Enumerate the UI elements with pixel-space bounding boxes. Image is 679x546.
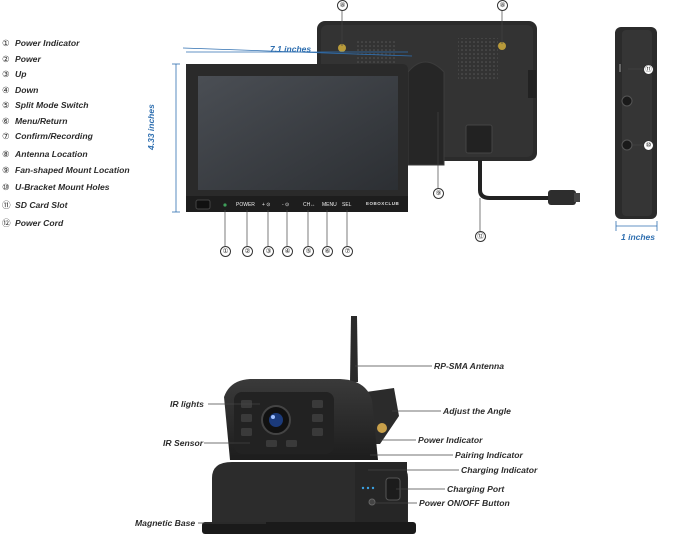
power-cord <box>478 160 552 200</box>
depth-dimension: 1 inches <box>621 232 656 242</box>
label-antenna: RP-SMA Antenna <box>434 361 505 371</box>
antenna-connector-icon <box>498 42 506 50</box>
callout-3: ③ <box>263 246 274 257</box>
label-pairing-indicator: Pairing Indicator <box>455 450 523 460</box>
height-dimension: 4.33 inches <box>146 104 156 150</box>
callout-8b: ⑧ <box>497 0 508 11</box>
label-power-button: Power ON/OFF Button <box>419 498 510 508</box>
monitor-front <box>186 64 408 212</box>
callout-1: ① <box>220 246 231 257</box>
menu-button-label: MENU <box>322 202 337 208</box>
dimension-lines <box>172 47 658 231</box>
monitor-screen <box>198 76 398 190</box>
callout-5: ⑤ <box>303 246 314 257</box>
callout-12: ⑫ <box>475 231 486 242</box>
power-led-icon <box>223 203 227 207</box>
callout-10: ⑩ <box>643 140 654 151</box>
label-ir-lights: IR lights <box>170 399 204 409</box>
label-adjust-angle: Adjust the Angle <box>443 406 511 416</box>
power-plug <box>548 190 576 205</box>
brand-logo: EOBOXCLUB <box>366 201 400 206</box>
power-button-label: POWER <box>236 202 255 208</box>
callout-4: ④ <box>282 246 293 257</box>
callout-2: ② <box>242 246 253 257</box>
callout-7: ⑦ <box>342 246 353 257</box>
up-button-label: + ⊙ <box>262 202 271 208</box>
label-ir-sensor: IR Sensor <box>163 438 204 448</box>
camera <box>202 316 416 534</box>
magnetic-base <box>202 522 416 534</box>
label-magnetic-base: Magnetic Base <box>135 518 196 528</box>
callout-6: ⑥ <box>322 246 333 257</box>
callout-8a: ⑧ <box>337 0 348 11</box>
label-charging-indicator: Charging Indicator <box>461 465 538 475</box>
label-charging-port: Charging Port <box>447 484 505 494</box>
sel-button-label: SEL <box>342 202 352 208</box>
width-dimension: 7.1 inches <box>270 44 312 54</box>
antenna-connector-icon <box>338 44 346 52</box>
antenna <box>350 316 358 382</box>
monitor-side <box>615 27 657 219</box>
callout-11: ⑪ <box>643 64 654 75</box>
label-power-indicator: Power Indicator <box>418 435 483 445</box>
down-button-label: - ⊙ <box>282 202 290 208</box>
split-button-label: CH↔ <box>303 202 316 208</box>
callout-9: ⑨ <box>433 188 444 199</box>
